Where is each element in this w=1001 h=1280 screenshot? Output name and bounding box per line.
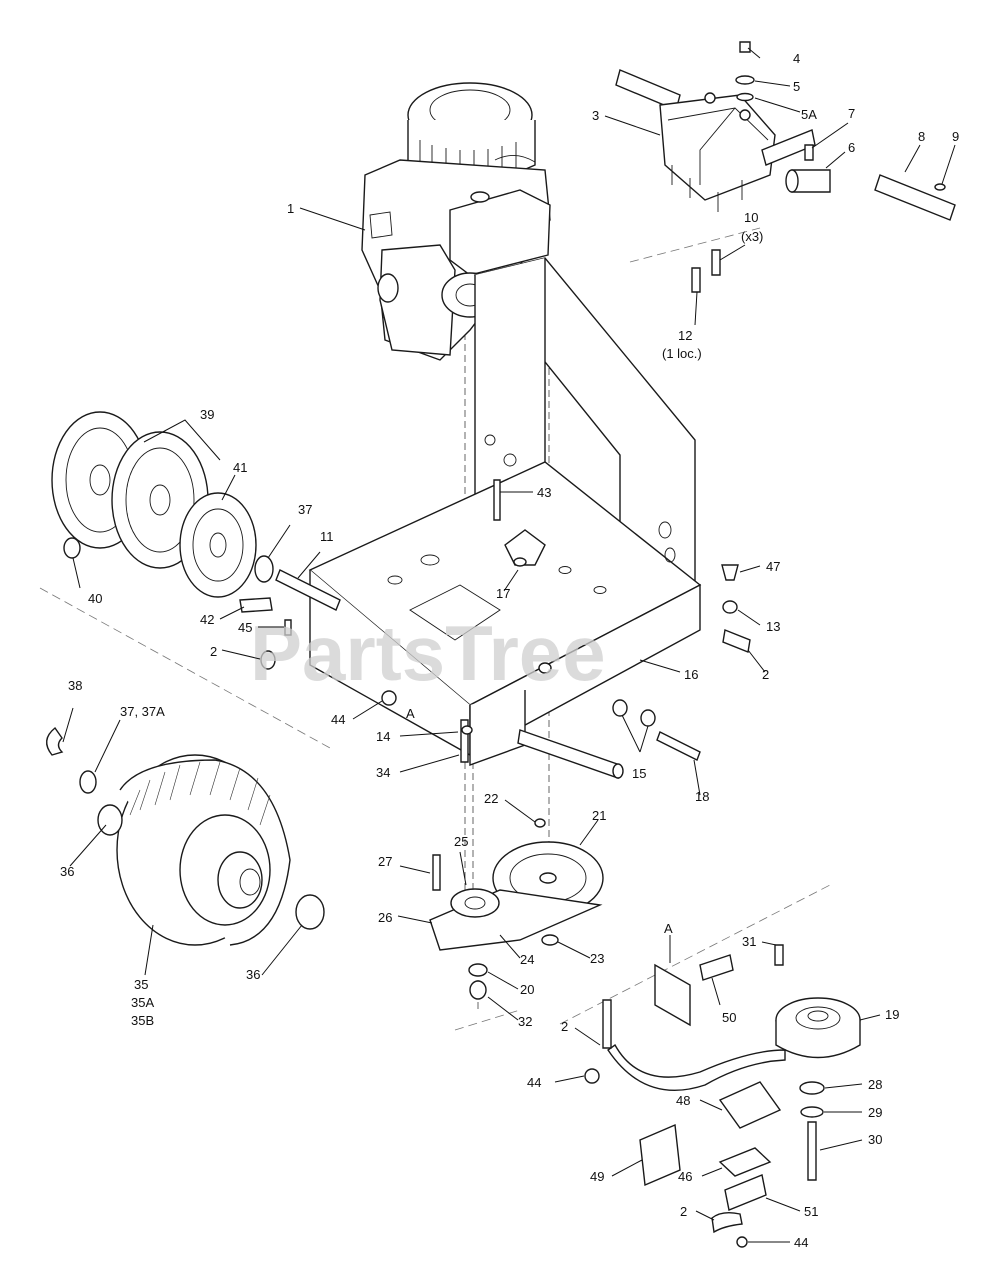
callout-47: 47	[766, 559, 780, 574]
callout-2: 2	[680, 1204, 687, 1219]
callout-46: 46	[678, 1169, 692, 1184]
callout-35B: 35B	[131, 1013, 154, 1028]
hardware	[381, 479, 751, 763]
callout-12-loc: (1 loc.)	[662, 346, 702, 361]
callout-labels: 1 2 2 2 2 3 4 5 5A 6 7 8 9 10 (x3) 11 12…	[60, 51, 959, 1250]
watermark: PartsTree	[250, 609, 606, 697]
callout-49: 49	[590, 1169, 604, 1184]
callout-5: 5	[793, 79, 800, 94]
callout-5A: 5A	[801, 107, 817, 122]
callout-45: 45	[238, 620, 252, 635]
callout-44: 44	[331, 712, 345, 727]
callout-34: 34	[376, 765, 390, 780]
callout-26: 26	[378, 910, 392, 925]
callout-36: 36	[246, 967, 260, 982]
callout-20: 20	[520, 982, 534, 997]
callout-2: 2	[210, 644, 217, 659]
callout-2: 2	[561, 1019, 568, 1034]
callout-35: 35	[134, 977, 148, 992]
callout-48: 48	[676, 1093, 690, 1108]
callout-35A: 35A	[131, 995, 154, 1010]
callout-16: 16	[684, 667, 698, 682]
callout-25: 25	[454, 834, 468, 849]
frame	[308, 257, 702, 779]
callout-29: 29	[868, 1105, 882, 1120]
gearbox	[615, 69, 816, 212]
callout-19: 19	[885, 1007, 899, 1022]
callout-24: 24	[520, 952, 534, 967]
callout-22: 22	[484, 791, 498, 806]
callout-43: 43	[537, 485, 551, 500]
callout-15: 15	[632, 766, 646, 781]
callout-4: 4	[793, 51, 800, 66]
callout-17: 17	[496, 586, 510, 601]
callout-6: 6	[848, 140, 855, 155]
callout-3: 3	[592, 108, 599, 123]
callout-44: 44	[527, 1075, 541, 1090]
callout-section-a: A	[406, 706, 415, 721]
callout-1: 1	[287, 201, 294, 216]
callout-37-37A: 37, 37A	[120, 704, 165, 719]
callout-44: 44	[794, 1235, 808, 1250]
belt-drive	[429, 818, 604, 1000]
callout-14: 14	[376, 729, 390, 744]
callout-12: 12	[678, 328, 692, 343]
callout-50: 50	[722, 1010, 736, 1025]
callout-32: 32	[518, 1014, 532, 1029]
callout-10-qty: (x3)	[741, 229, 763, 244]
callout-37: 37	[298, 502, 312, 517]
callout-8: 8	[918, 129, 925, 144]
callout-36: 36	[60, 864, 74, 879]
callout-11: 11	[320, 529, 334, 544]
callout-41: 41	[233, 460, 247, 475]
callout-42: 42	[200, 612, 214, 627]
wheel	[46, 726, 325, 946]
callout-7: 7	[848, 106, 855, 121]
callout-10: 10	[744, 210, 758, 225]
callout-21: 21	[592, 808, 606, 823]
callout-9: 9	[952, 129, 959, 144]
callout-30: 30	[868, 1132, 882, 1147]
gearbox-small-parts	[691, 41, 956, 293]
callout-28: 28	[868, 1077, 882, 1092]
callout-13: 13	[766, 619, 780, 634]
clutch-assembly	[584, 944, 861, 1248]
callout-40: 40	[88, 591, 102, 606]
callout-31: 31	[742, 934, 756, 949]
callout-27: 27	[378, 854, 392, 869]
callout-23: 23	[590, 951, 604, 966]
callout-38: 38	[68, 678, 82, 693]
callout-51: 51	[804, 1204, 818, 1219]
callout-39: 39	[200, 407, 214, 422]
callout-2: 2	[762, 667, 769, 682]
leader-lines	[62, 47, 956, 1243]
pulleys	[51, 411, 341, 670]
callout-18: 18	[695, 789, 709, 804]
callout-section-a: A	[664, 921, 673, 936]
